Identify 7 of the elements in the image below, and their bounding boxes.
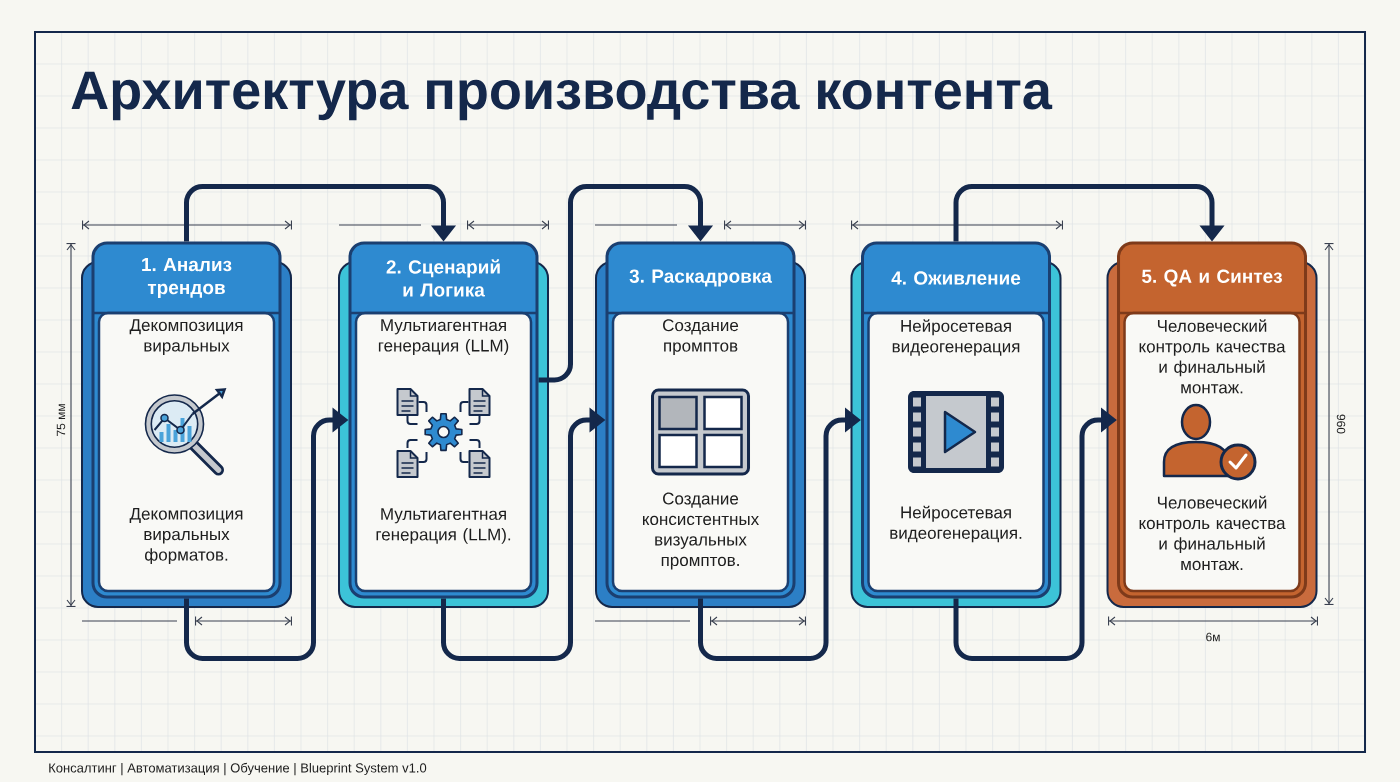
dimension-label: 75 мм bbox=[56, 404, 66, 436]
title: Архитектура производства контента bbox=[71, 71, 1053, 121]
dimension-label: 6м bbox=[1206, 632, 1220, 642]
dimension-label: 960 bbox=[1336, 414, 1346, 434]
arrow bbox=[953, 184, 1225, 242]
arrow bbox=[184, 184, 457, 242]
footer-text: Консалтинг | Автоматизация | Обучение | Blueprint System v1.0 bbox=[49, 762, 427, 776]
